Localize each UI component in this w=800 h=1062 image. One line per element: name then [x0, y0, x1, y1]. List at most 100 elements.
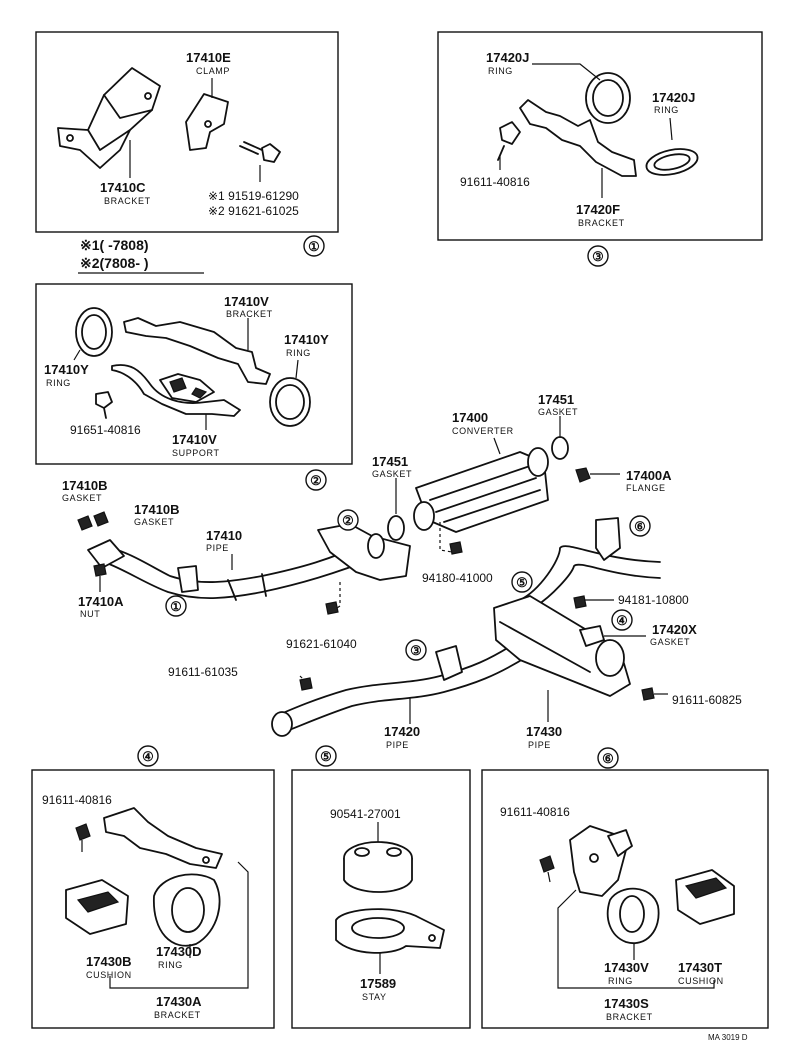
- main-assembly: 17400 CONVERTER 17451 GASKET 17451 GASKE…: [62, 392, 742, 750]
- bracket-17430s-tab: [607, 829, 633, 857]
- label-cushion-17430b: CUSHION: [86, 970, 132, 980]
- section-3: 17420J RING 17420J RING 91611-40816 1742…: [437, 31, 763, 267]
- cushion-17430t-top: [684, 877, 728, 899]
- pn-17410y-right: 17410Y: [284, 332, 329, 347]
- section-1: 17410E CLAMP 17410C BRACKET ※1 91519-612…: [35, 31, 339, 274]
- pipe-17420-inlet: [271, 711, 293, 737]
- label-ring-left: RING: [488, 66, 513, 76]
- label-ring-right: RING: [654, 105, 679, 115]
- pn-91621-61025: ※2 91621-61025: [208, 204, 299, 218]
- label-gasket-17451-left: GASKET: [372, 469, 412, 479]
- callout-3-text: ③: [410, 643, 422, 658]
- ring-17420j-right-inner: [653, 153, 691, 171]
- section-4-frame: [31, 769, 275, 1029]
- ring-17410y-left: [75, 307, 113, 357]
- pn-91611-40816-s3: 91611-40816: [460, 175, 530, 189]
- callout-4: [611, 609, 633, 631]
- label-gasket-17420x: GASKET: [650, 637, 690, 647]
- bracket-on-pipe: [317, 523, 411, 581]
- ring-17430v-shape: [606, 887, 660, 945]
- section-6-frame: [481, 769, 769, 1029]
- nut-17410a-shape: [93, 563, 107, 577]
- bracket-17430a-top: [103, 807, 223, 869]
- converter-outlet: [527, 447, 549, 477]
- pn-17410a: 17410A: [78, 594, 124, 609]
- bracket-17410c-shape: [57, 67, 161, 169]
- label-bracket: BRACKET: [104, 196, 151, 206]
- stay-hole: [428, 934, 436, 942]
- label-pipe-17410: PIPE: [206, 543, 229, 553]
- nut-94181-shape: [573, 595, 587, 609]
- section-2: 17410V BRACKET 17410Y RING 17410Y RING 9…: [35, 283, 353, 491]
- bracket-17410v-shape: [123, 317, 271, 385]
- hanger-6: [595, 517, 621, 561]
- pn-91611-40816-s4: 91611-40816: [42, 793, 112, 807]
- label-ring-right-2: RING: [286, 348, 311, 358]
- pn-91651-40816: 91651-40816: [70, 423, 141, 437]
- bolt-91611-61035-shape: [299, 677, 313, 691]
- label-cushion-17430t: CUSHION: [678, 976, 724, 986]
- pn-17420x: 17420X: [652, 622, 697, 637]
- label-bracket-2: BRACKET: [226, 309, 273, 319]
- bolt-91611-s4: [75, 823, 91, 852]
- label-gasket-17410b-left: GASKET: [62, 493, 102, 503]
- pn-17410v-support: 17410V: [172, 432, 217, 447]
- ring-17420j-left-inner: [592, 79, 624, 117]
- stay-17589-inner: [351, 917, 405, 939]
- pn-17430t: 17430T: [678, 960, 722, 975]
- bolt-91611-s6: [539, 855, 555, 883]
- marker-3: [587, 245, 609, 267]
- callout-6: [629, 515, 651, 537]
- cushion-90541-body: [343, 858, 413, 893]
- marker-4: [137, 745, 159, 767]
- callout-5-text: ⑤: [516, 575, 528, 590]
- ring-17430d-inner: [171, 887, 205, 933]
- pn-94181-10800: 94181-10800: [618, 593, 689, 607]
- section-4: ④ 91611-40816 17430B CUSHION 17430D RING…: [31, 745, 275, 1029]
- pn-94180-41000: 94180-41000: [422, 571, 493, 585]
- pipe-17410-outlet: [367, 533, 385, 559]
- label-support: SUPPORT: [172, 448, 220, 458]
- pn-17430: 17430: [526, 724, 562, 739]
- section-6: ⑥ 91611-40816 17430V RING 17430T CUSHION…: [481, 747, 769, 1029]
- bracket-hole-6: [589, 853, 599, 863]
- label-bracket-17420f: BRACKET: [578, 218, 625, 228]
- callout-4-text: ④: [616, 613, 628, 628]
- ring-17410y-right: [269, 377, 311, 427]
- label-clamp: CLAMP: [196, 66, 230, 76]
- gasket-17410b-right: [93, 511, 109, 527]
- label-ring-17430v: RING: [608, 976, 633, 986]
- gasket-17410b-left: [77, 515, 93, 531]
- support-17410v-tabs: [169, 377, 208, 399]
- ring-17410y-left-inner: [81, 314, 107, 350]
- bracket-17420f-shape: [519, 99, 637, 177]
- section-5: ⑤ 90541-27001 17589 STAY: [291, 745, 471, 1029]
- gasket-17420x-shape: [579, 625, 605, 647]
- marker-6-text: ⑥: [602, 751, 614, 766]
- pn-91611-40816-s6: 91611-40816: [500, 805, 570, 819]
- pn-91621-61040: 91621-61040: [286, 637, 357, 651]
- pn-17430v: 17430V: [604, 960, 649, 975]
- marker-4-text: ④: [142, 749, 154, 764]
- label-gasket-17410b-right: GASKET: [134, 517, 174, 527]
- ring-17420j-right: [645, 148, 699, 176]
- note-1: ※1( -7808): [80, 237, 149, 253]
- marker-1: [303, 235, 325, 257]
- cushion-90541-hole: [354, 847, 370, 857]
- pn-91611-61035: 91611-61035: [168, 665, 238, 679]
- pipe-17420-top: [275, 639, 521, 717]
- bracket-hole: [66, 134, 74, 142]
- clamp-hole: [204, 120, 212, 128]
- pn-17410y-left: 17410Y: [44, 362, 89, 377]
- leader-ring-right: [669, 117, 673, 141]
- dash-nut-94180: [439, 522, 453, 553]
- pn-17410b-left: 17410B: [62, 478, 108, 493]
- cushion-90541-hole: [386, 847, 402, 857]
- callout-2: [337, 509, 359, 531]
- marker-2: [305, 469, 327, 491]
- bolt-91621-shape: [325, 601, 339, 615]
- pn-17451-right: 17451: [538, 392, 574, 407]
- ring-17430d-shape: [153, 873, 221, 947]
- converter-ribs: [429, 465, 541, 523]
- pipe-17410-top: [103, 539, 373, 583]
